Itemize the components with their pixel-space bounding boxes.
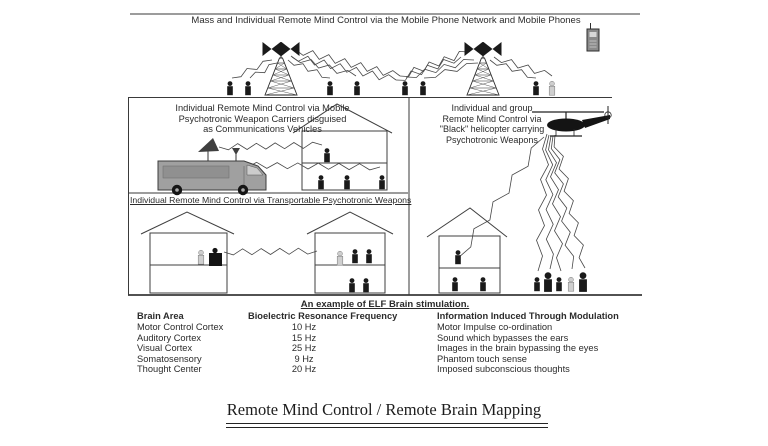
elf-cell: 25 Hz <box>291 343 317 354</box>
elf-header-brain-area: Brain Area <box>137 311 184 321</box>
elf-cell: 20 Hz <box>291 364 317 375</box>
top-banner-title: Mass and Individual Remote Mind Control … <box>191 15 581 26</box>
radio-tower-icon <box>464 42 502 96</box>
elf-cell: Imposed subconscious thoughts <box>437 364 570 375</box>
elf-column-information: Motor Impulse co-ordination Sound which … <box>437 322 598 375</box>
label-line: Psychotronic Weapon Carriers disguised <box>178 113 347 124</box>
label-line: "Black" helicopter carrying <box>439 124 545 134</box>
footer-double-underline <box>226 423 548 428</box>
mobile-phone-icon <box>586 23 600 52</box>
satellite-dish-icon <box>198 138 240 161</box>
elf-cell: Phantom touch sense <box>437 353 527 364</box>
elf-cell: 9 Hz <box>294 353 314 364</box>
label-line: Individual Remote Mind Control via Mobil… <box>175 103 350 113</box>
elf-table-title: An example of ELF Brain stimulation. <box>300 299 470 310</box>
transportable-section-label: Individual Remote Mind Control via Trans… <box>130 195 412 205</box>
black-helicopter-icon <box>532 106 612 137</box>
elf-column-frequency: 10 Hz 15 Hz 25 Hz 9 Hz 20 Hz <box>248 322 360 375</box>
elf-column-brain-area: Motor Control Cortex Auditory Cortex Vis… <box>137 322 223 375</box>
page-title: Remote Mind Control / Remote Brain Mappi… <box>226 400 542 419</box>
elf-cell: Visual Cortex <box>137 343 193 354</box>
surveillance-van-icon <box>157 138 267 196</box>
label-line: Remote Mind Control via <box>442 113 542 124</box>
elf-header-information: Information Induced Through Modulation <box>437 311 619 321</box>
elf-cell: Sound which bypasses the ears <box>437 332 569 343</box>
psychotronic-device-icon <box>209 247 222 266</box>
label-line: Psychotronic Weapons <box>446 134 538 145</box>
elf-cell: Motor Control Cortex <box>137 322 224 332</box>
label-line: Individual and group <box>451 103 533 113</box>
person-icon <box>197 80 587 293</box>
elf-cell: Thought Center <box>137 364 202 375</box>
elf-header-frequency: Bioelectric Resonance Frequency <box>248 311 398 321</box>
elf-cell: Auditory Cortex <box>137 332 202 343</box>
zigzag-beam-icon <box>218 49 586 272</box>
elf-cell: Images in the brain bypassing the eyes <box>437 343 599 354</box>
elf-cell: Motor Impulse co-ordination <box>437 322 553 332</box>
elf-cell: 10 Hz <box>291 322 317 332</box>
helicopter-section-label: Individual and group Remote Mind Control… <box>413 103 571 145</box>
van-section-label: Individual Remote Mind Control via Mobil… <box>140 103 385 135</box>
radio-tower-icon <box>262 42 300 96</box>
elf-cell: Somatosensory <box>137 353 202 364</box>
label-line: as Communications Vehicles <box>203 124 322 134</box>
elf-cell: 15 Hz <box>291 332 317 343</box>
